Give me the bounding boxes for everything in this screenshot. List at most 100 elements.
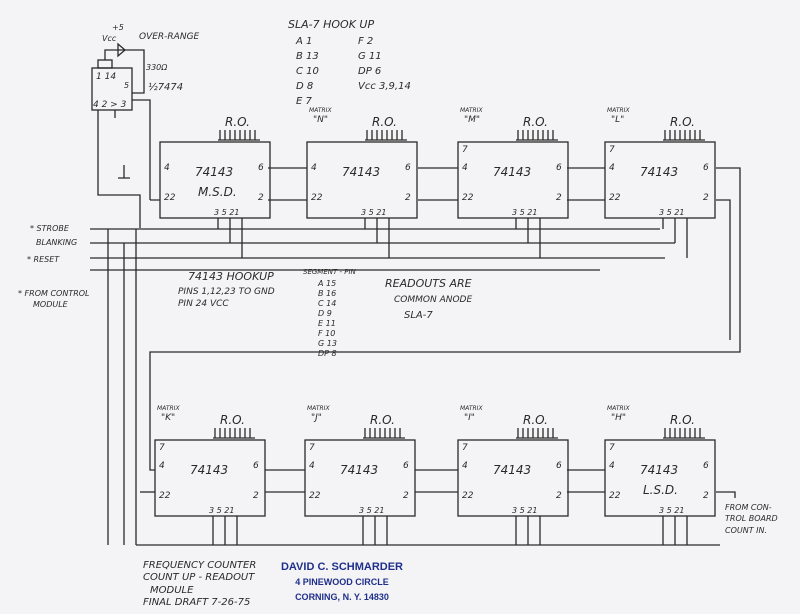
pin-label: 2 bbox=[405, 193, 411, 203]
matrix-name: "H" bbox=[611, 413, 626, 423]
segment-pin-title: SEGMENT - PIN bbox=[303, 268, 357, 276]
chip-part-label: 74143 bbox=[342, 165, 380, 179]
count-in-3: COUNT IN. bbox=[725, 526, 767, 535]
segment-pin-row: DP 8 bbox=[318, 349, 337, 358]
chip-body bbox=[457, 439, 569, 517]
title-line-4: FINAL DRAFT 7-26-75 bbox=[143, 597, 250, 608]
sla-pin-row: Vcc 3,9,14 bbox=[358, 81, 411, 92]
readout-label: R.O. bbox=[370, 413, 395, 427]
matrix-label: MATRIX bbox=[607, 107, 630, 114]
readout-label: R.O. bbox=[523, 413, 548, 427]
segment-pin-row: G 13 bbox=[318, 339, 337, 348]
reset-label: * RESET bbox=[27, 255, 60, 264]
sla-pin-row: E 7 bbox=[296, 96, 312, 107]
chip-digit-label: M.S.D. bbox=[198, 185, 237, 199]
matrix-name: "M" bbox=[464, 115, 480, 125]
matrix-label: MATRIX bbox=[460, 405, 483, 412]
segment-pin-row: B 16 bbox=[318, 289, 336, 298]
pin-label: 22 bbox=[462, 491, 474, 501]
sla-hookup-title: SLA-7 HOOK UP bbox=[288, 18, 374, 31]
readout-label: R.O. bbox=[670, 413, 695, 427]
pin-label: 7 bbox=[309, 443, 315, 453]
segment-pin-row: E 11 bbox=[318, 319, 336, 328]
wiring bbox=[90, 42, 741, 546]
chip-body bbox=[604, 141, 716, 219]
bottom-pins-label: 3 5 21 bbox=[209, 506, 234, 515]
pin-label: 4 bbox=[609, 163, 615, 173]
chip-body bbox=[159, 141, 271, 219]
vcc-plus5: +5 bbox=[112, 23, 124, 32]
pin-label: 2 bbox=[703, 491, 709, 501]
pin-label: 6 bbox=[405, 163, 411, 173]
strobe-label: * STROBE bbox=[30, 224, 70, 233]
pin-label: 6 bbox=[258, 163, 264, 173]
pin-label: 4 bbox=[609, 461, 615, 471]
control-note: * FROM CONTROL bbox=[18, 289, 90, 298]
pin-label: 4 bbox=[311, 163, 317, 173]
chip-part-label: 74143 bbox=[340, 463, 378, 477]
pin-label: 4 bbox=[462, 461, 468, 471]
control-note-2: MODULE bbox=[33, 300, 69, 309]
pin-label: 7 bbox=[609, 443, 615, 453]
hookup-74143-line2: PIN 24 VCC bbox=[178, 299, 229, 309]
ff-part-label: ½7474 bbox=[148, 81, 183, 93]
chip-part-label: 74143 bbox=[190, 463, 228, 477]
pin-label: 4 bbox=[309, 461, 315, 471]
pin-label: 22 bbox=[309, 491, 321, 501]
resistor-label: 330Ω bbox=[146, 63, 168, 72]
bottom-pins-label: 3 5 21 bbox=[361, 208, 386, 217]
pin-label: 4 bbox=[462, 163, 468, 173]
pin-label: 6 bbox=[556, 461, 562, 471]
segment-pin-row: D 9 bbox=[318, 309, 332, 318]
segment-pin-row: F 10 bbox=[318, 329, 335, 338]
pin-label: 2 bbox=[403, 491, 409, 501]
stamp-city: CORNING, N. Y. 14830 bbox=[295, 592, 389, 602]
pin-label: 2 bbox=[258, 193, 264, 203]
readout-label: R.O. bbox=[523, 115, 548, 129]
chip-part-label: 74143 bbox=[493, 165, 531, 179]
title-line-1: FREQUENCY COUNTER bbox=[143, 560, 256, 571]
pin-label: 2 bbox=[556, 491, 562, 501]
stamp-street: 4 PINEWOOD CIRCLE bbox=[295, 577, 389, 587]
ff-pin5: 5 bbox=[124, 81, 129, 90]
readout-label: R.O. bbox=[225, 115, 250, 129]
count-in-1: FROM CON- bbox=[725, 503, 772, 512]
matrix-label: MATRIX bbox=[309, 107, 332, 114]
chip-part-label: 74143 bbox=[640, 165, 678, 179]
chip-digit-label: L.S.D. bbox=[643, 483, 678, 497]
bottom-pins-label: 3 5 21 bbox=[659, 208, 684, 217]
bottom-pins-label: 3 5 21 bbox=[512, 506, 537, 515]
bottom-pins-label: 3 5 21 bbox=[359, 506, 384, 515]
pin-label: 7 bbox=[462, 443, 468, 453]
bottom-pins-label: 3 5 21 bbox=[659, 506, 684, 515]
pin-label: 2 bbox=[253, 491, 259, 501]
sla-pin-row: F 2 bbox=[358, 36, 373, 47]
readout-label: R.O. bbox=[372, 115, 397, 129]
readouts-note-3: SLA-7 bbox=[404, 310, 433, 321]
pin-label: 6 bbox=[556, 163, 562, 173]
matrix-label: MATRIX bbox=[607, 405, 630, 412]
bottom-pins-label: 3 5 21 bbox=[214, 208, 239, 217]
hookup-74143-line1: PINS 1,12,23 TO GND bbox=[178, 287, 275, 297]
pin-label: 22 bbox=[609, 193, 621, 203]
pin-label: 22 bbox=[462, 193, 474, 203]
blanking-label: BLANKING bbox=[36, 238, 77, 247]
address-stamp: DAVID C. SCHMARDER 4 PINEWOOD CIRCLE COR… bbox=[272, 560, 412, 605]
chip-body bbox=[457, 141, 569, 219]
ff-pins-bottom: 4 2 > 3 bbox=[93, 100, 127, 110]
pin-label: 4 bbox=[164, 163, 170, 173]
hookup-74143-title: 74143 HOOKUP bbox=[188, 270, 274, 283]
readout-label: R.O. bbox=[670, 115, 695, 129]
pin-label: 7 bbox=[462, 145, 468, 155]
title-line-2: COUNT UP - READOUT bbox=[143, 572, 255, 583]
chip-body bbox=[306, 141, 418, 219]
readout-label: R.O. bbox=[220, 413, 245, 427]
